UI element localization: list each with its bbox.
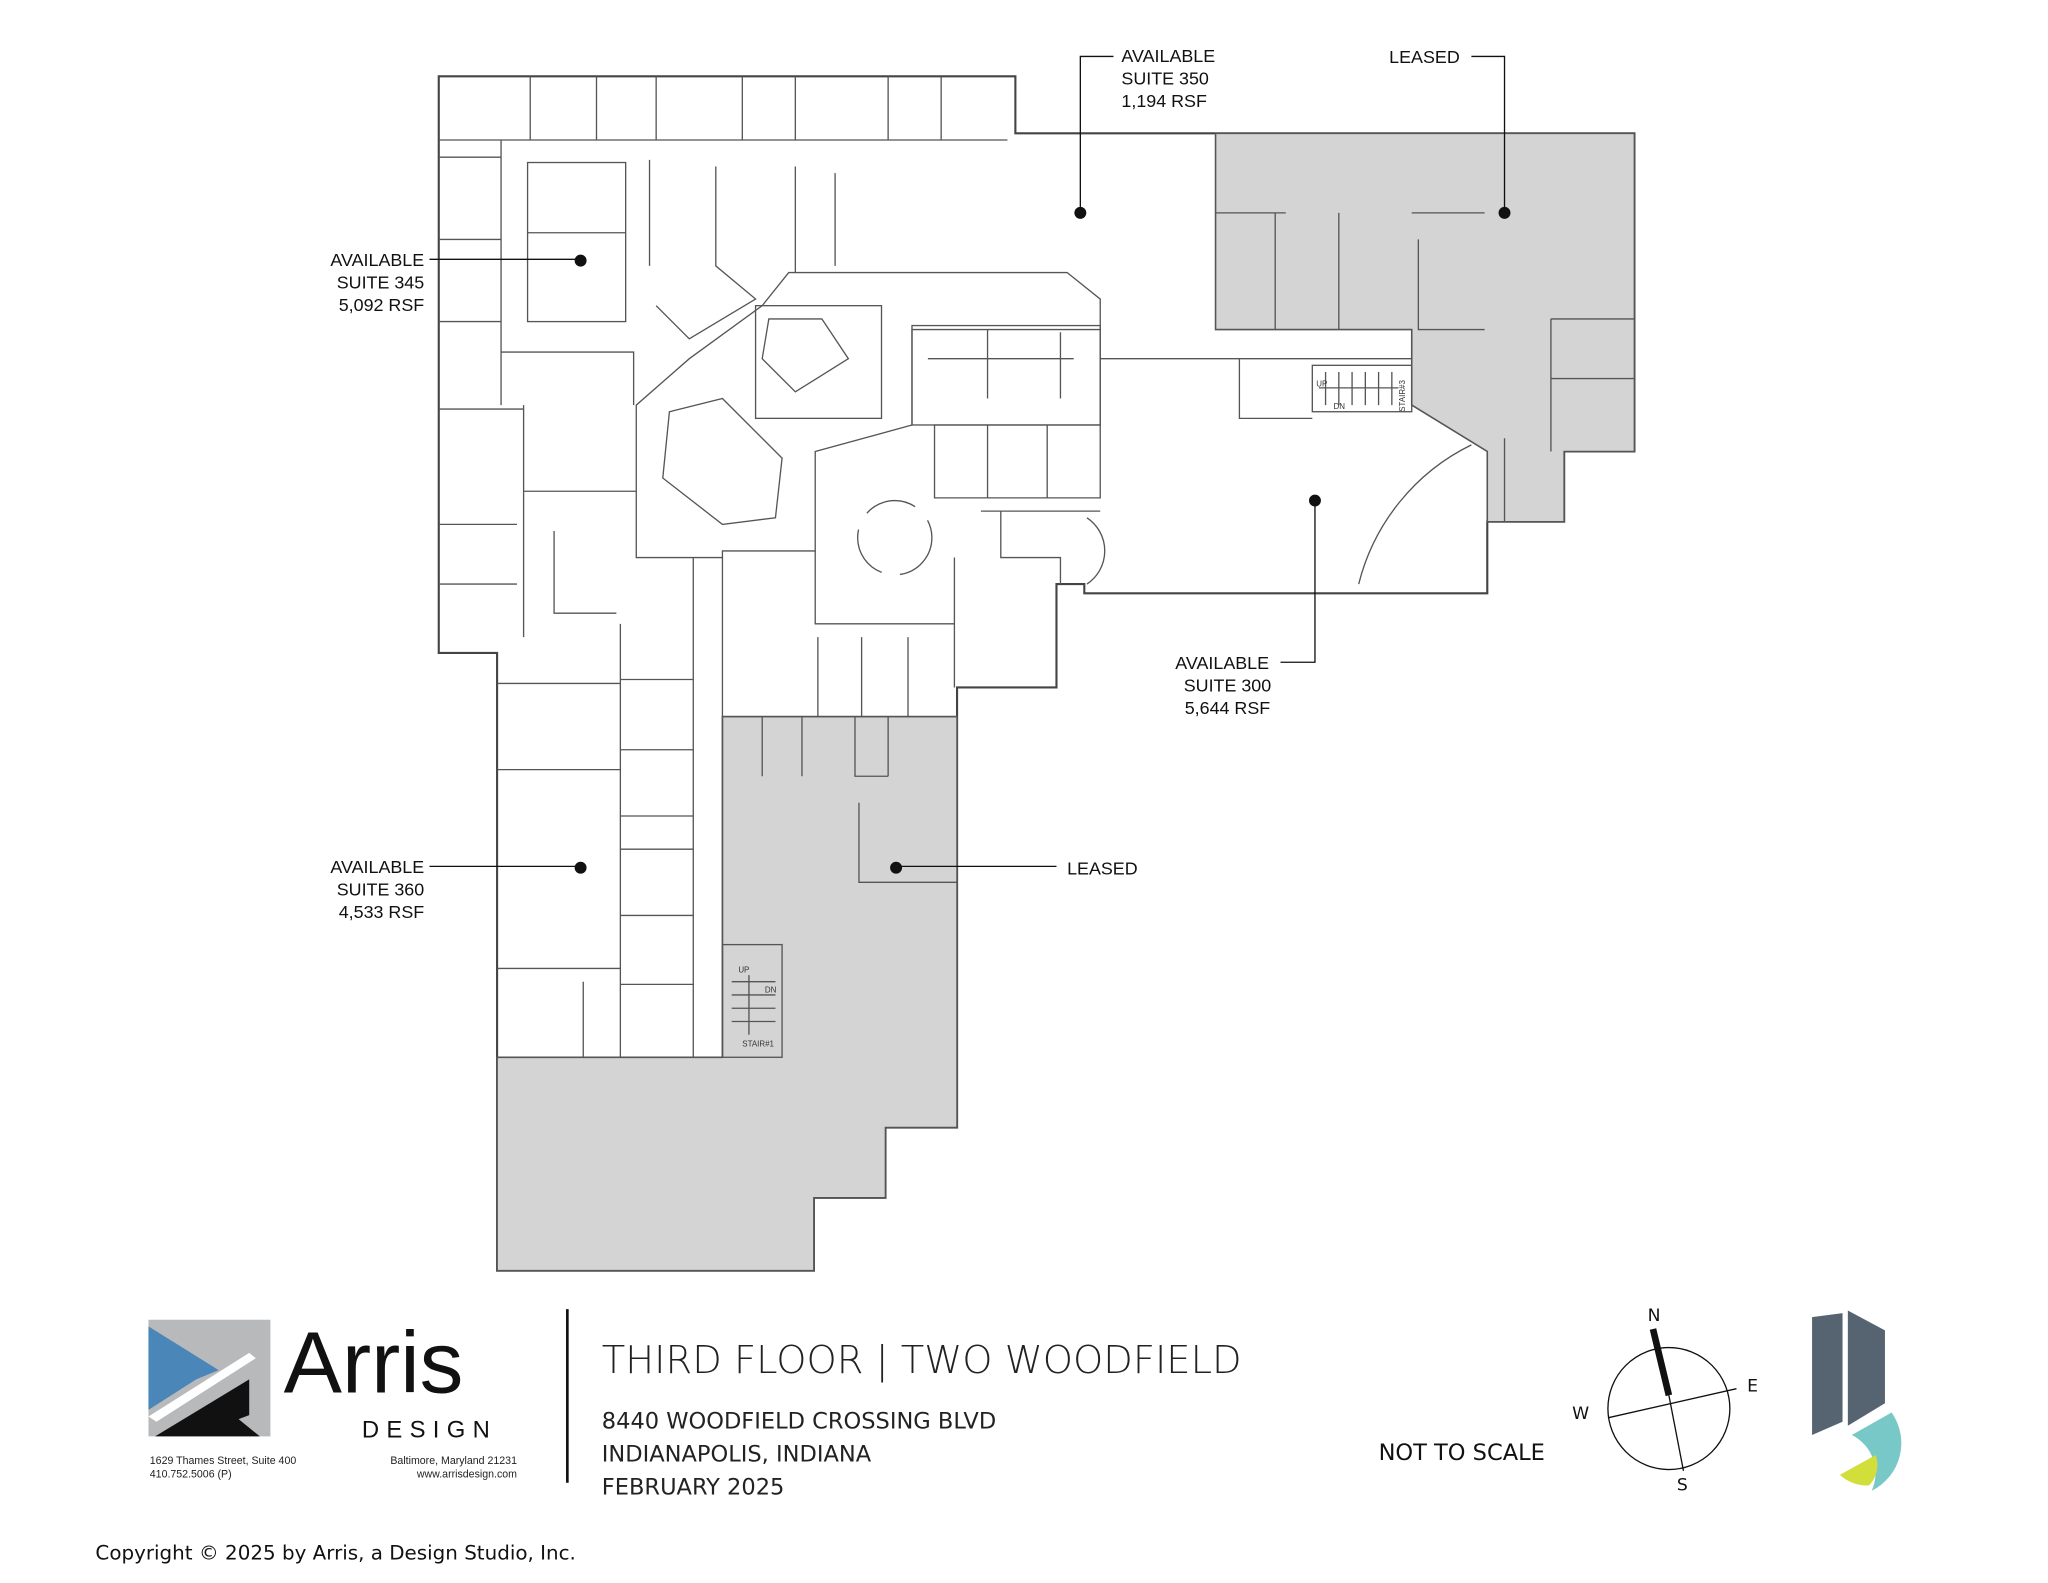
stair-1-up: UP: [738, 965, 749, 974]
compass-north: N: [1648, 1306, 1661, 1326]
stair-3-label: STAIR#3: [1398, 380, 1407, 412]
sheet-date: FEBRUARY 2025: [602, 1475, 785, 1501]
suite-350-callout: AVAILABLE SUITE 350 1,194 RSF: [1074, 46, 1215, 219]
suite-345-marker: [574, 254, 587, 267]
leased-area-northeast: [1214, 132, 1636, 523]
suite-350-status: AVAILABLE: [1121, 46, 1215, 66]
leased-area-south: [496, 715, 958, 1272]
suite-300-area: 5,644 RSF: [1185, 698, 1271, 718]
suite-300-status: AVAILABLE: [1175, 653, 1269, 673]
not-to-scale-note: NOT TO SCALE: [1379, 1440, 1545, 1466]
suite-350-marker: [1074, 206, 1087, 219]
building-brand-logo: [1812, 1310, 1902, 1491]
suite-345-name: SUITE 345: [337, 272, 424, 292]
arris-address-city: Baltimore, Maryland 21231: [390, 1455, 517, 1467]
leased-south-marker: [890, 861, 903, 874]
suite-300-callout: AVAILABLE SUITE 300 5,644 RSF: [1175, 494, 1321, 718]
suite-345-area: 5,092 RSF: [339, 295, 425, 315]
suite-360-name: SUITE 360: [337, 880, 424, 900]
leased-south-label: LEASED: [1067, 858, 1138, 878]
stair-3-down: DN: [1334, 402, 1346, 411]
compass-south: S: [1677, 1476, 1688, 1496]
leased-northeast-marker: [1498, 206, 1511, 219]
suite-350-area: 1,194 RSF: [1121, 91, 1207, 111]
arris-logo-name: Arris: [284, 1314, 464, 1412]
leased-south-callout: LEASED: [890, 858, 1138, 878]
suite-345-status: AVAILABLE: [330, 250, 424, 270]
arris-logo-black-shape: [155, 1379, 260, 1437]
suite-350-name: SUITE 350: [1121, 68, 1208, 88]
compass-east: E: [1747, 1376, 1758, 1396]
sheet-title: THIRD FLOOR | TWO WOODFIELD: [602, 1338, 1242, 1383]
suite-360-marker: [574, 861, 587, 874]
suite-360-status: AVAILABLE: [330, 857, 424, 877]
leased-northeast-callout: LEASED: [1389, 47, 1511, 219]
north-arrow-icon: N E S W: [1572, 1306, 1758, 1496]
suite-300-name: SUITE 300: [1184, 675, 1271, 695]
suite-360-callout: AVAILABLE SUITE 360 4,533 RSF: [330, 857, 587, 922]
stair-3-up: UP: [1316, 380, 1327, 389]
stair-1-label: STAIR#1: [742, 1040, 774, 1049]
leased-northeast-label: LEASED: [1389, 47, 1460, 67]
copyright-notice: Copyright © 2025 by Arris, a Design Stud…: [95, 1542, 575, 1565]
arris-logo: Arris DESIGN 1629 Thames Street, Suite 4…: [148, 1314, 517, 1480]
arris-website: www.arrisdesign.com: [416, 1468, 517, 1480]
building-city: INDIANAPOLIS, INDIANA: [602, 1442, 872, 1468]
suite-345-callout: AVAILABLE SUITE 345 5,092 RSF: [330, 250, 587, 315]
suite-300-marker: [1308, 494, 1321, 507]
arris-logo-design: DESIGN: [362, 1417, 497, 1444]
suite-360-area: 4,533 RSF: [339, 902, 425, 922]
arris-logo-blue-triangle: [148, 1326, 219, 1410]
compass-west: W: [1572, 1404, 1589, 1424]
stair-1-down: DN: [765, 985, 777, 994]
arris-address-street: 1629 Thames Street, Suite 400: [150, 1455, 297, 1467]
arris-phone: 410.752.5006 (P): [150, 1468, 232, 1480]
building-address: 8440 WOODFIELD CROSSING BLVD: [602, 1408, 996, 1434]
interior-walls: [438, 76, 1635, 1058]
